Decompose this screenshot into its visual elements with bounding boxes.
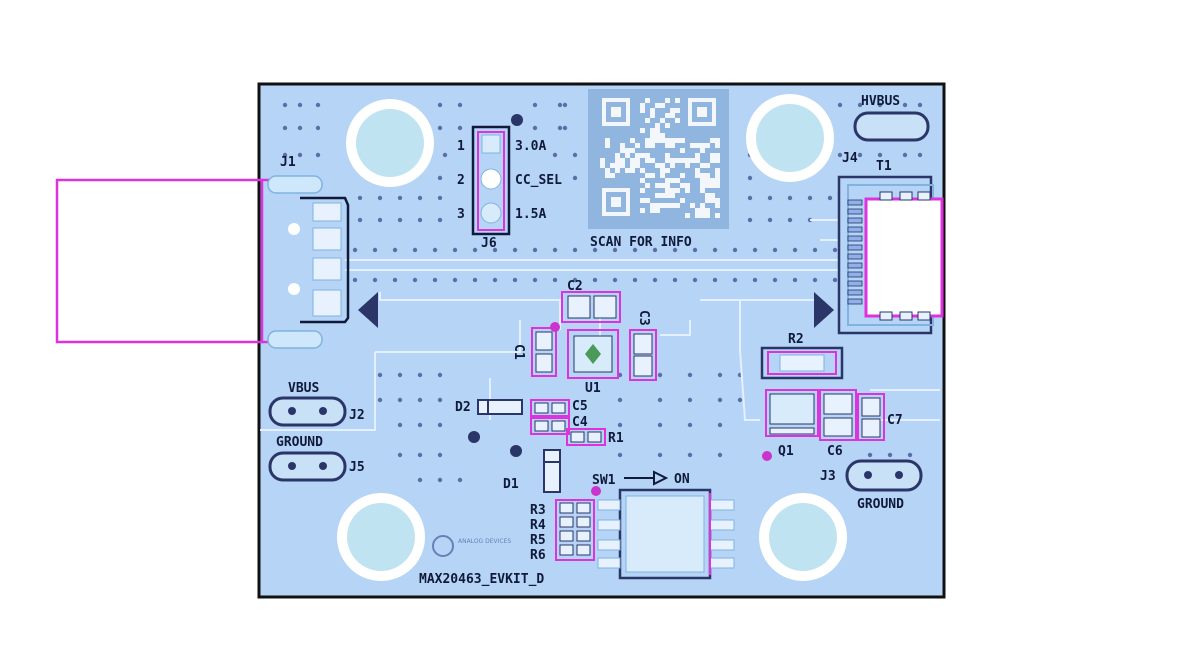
label-sw1-on: ON [674,472,690,487]
label-ground-right: GROUND [857,497,904,512]
label-c7: C7 [887,413,903,428]
label-r5: R5 [530,533,546,548]
qr-code [588,89,729,229]
label-d2: D2 [455,400,471,415]
label-j5: J5 [349,460,365,475]
r3-r6-resistors [555,499,595,561]
label-d1: D1 [503,477,519,492]
d1-diode [543,449,561,493]
label-j3: J3 [820,469,836,484]
sw1-on-arrow [624,470,669,486]
c7-capacitor [857,393,885,441]
label-sw1: SW1 [592,473,616,488]
ground-right-testpoint [845,459,923,492]
label-q1: Q1 [778,444,794,459]
j4-connector [837,175,944,335]
sw1-switch [597,488,735,580]
label-r6: R6 [530,548,546,563]
qr-caption: SCAN FOR INFO [590,235,692,250]
c4-capacitor [530,417,570,435]
c3-capacitor [629,329,657,381]
via-field [282,102,923,483]
j6-option-3a: 3.0A [515,139,546,154]
j6-option-1-5a: 1.5A [515,207,546,222]
label-j6: J6 [481,236,497,251]
d2-diode [477,399,523,415]
j6-pin-3: 3 [457,207,465,222]
j6-option-ccsel: CC_SEL [515,173,562,188]
mounting-holes [337,94,847,581]
j6-jumper [471,114,523,236]
j6-pin-2: 2 [457,173,465,188]
label-c3: C3 [636,310,651,326]
label-c1: C1 [511,344,526,360]
ground-left-testpoint [268,451,347,482]
arrow-right-marker [814,292,834,328]
label-t1: T1 [876,159,892,174]
j1-connector [55,175,350,349]
hvbus-testpoint [853,111,930,142]
label-r2: R2 [788,332,804,347]
c5-capacitor [530,399,570,417]
arrow-left-marker [358,292,378,328]
label-r1: R1 [608,431,624,446]
label-r3: R3 [530,503,546,518]
label-hvbus: HVBUS [861,94,900,109]
r2-resistor [760,346,844,380]
label-c4: C4 [572,415,588,430]
svg-text:ANALOG DEVICES: ANALOG DEVICES [458,538,511,545]
analog-devices-logo: ANALOG DEVICES [432,535,511,557]
board-name: MAX20463_EVKIT_D [419,572,544,587]
label-c2: C2 [567,279,583,294]
q1-transistor [762,389,819,461]
u1-ic [550,322,619,379]
label-j2: J2 [349,408,365,423]
label-vbus: VBUS [288,381,319,396]
j6-pin-1: 1 [457,139,465,154]
c1-capacitor [531,327,557,377]
label-r4: R4 [530,518,546,533]
label-c5: C5 [572,399,588,414]
label-ground-left: GROUND [276,435,323,450]
vbus-testpoint [268,396,347,427]
label-j4: J4 [842,151,858,166]
c2-capacitor [561,291,621,323]
label-c6: C6 [827,444,843,459]
label-j1: J1 [280,155,296,170]
traces [260,219,940,431]
r1-resistor [566,428,606,446]
c6-capacitor [819,389,857,441]
label-u1: U1 [585,381,601,396]
